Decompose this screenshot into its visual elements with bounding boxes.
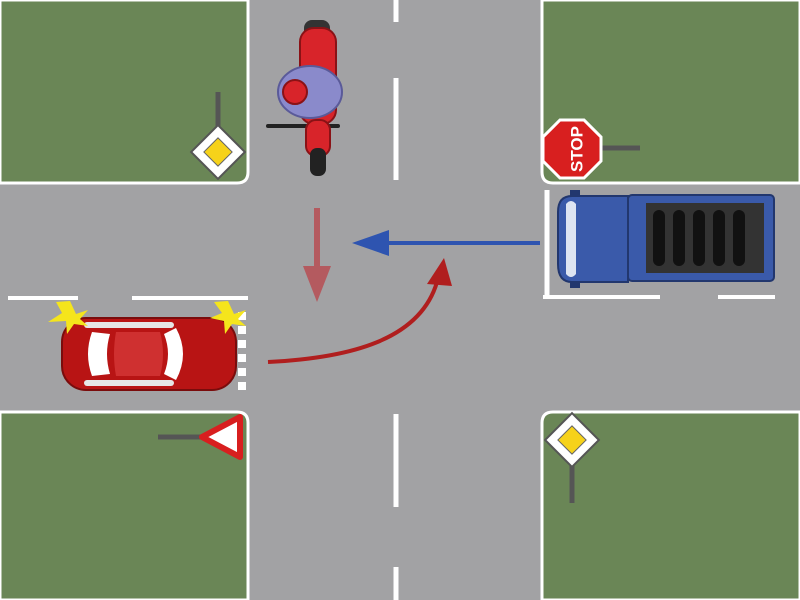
priority-road-sign-top-left [189,92,247,181]
car-arrow-head [427,258,452,286]
motorcycle-front-wheel [310,148,326,176]
truck-windshield [566,201,576,277]
turn-signal-front-left-icon [210,301,246,334]
yield-sign-icon [199,414,243,460]
truck-arrow [352,230,540,256]
truck [557,190,775,288]
priority-road-sign-bottom-right [543,411,601,503]
motorcycle-arrow [303,208,331,302]
car-window-rear [88,332,110,376]
priority-road-icon [557,425,587,455]
grass-top-right [540,0,800,185]
rider-helmet [282,79,308,105]
motorcycle [266,20,343,176]
stop-sign-icon [541,118,603,180]
priority-road-icon [203,137,233,167]
car-windshield-front [164,328,183,380]
rider-body [277,65,343,119]
grass-bottom-left [0,410,250,600]
movement-arrows [267,208,540,364]
stop-sign-group: STOP [541,118,640,180]
stop-sign-text: STOP [567,126,586,172]
yield-sign-group [158,414,243,460]
turn-signal-rear-left-icon [48,301,88,334]
lane-markings [8,0,775,600]
car-arrow [267,281,439,364]
grass-top-left [0,0,250,185]
grass-bottom-right [540,410,800,600]
car [48,301,246,391]
car-roof-highlight [114,332,163,376]
